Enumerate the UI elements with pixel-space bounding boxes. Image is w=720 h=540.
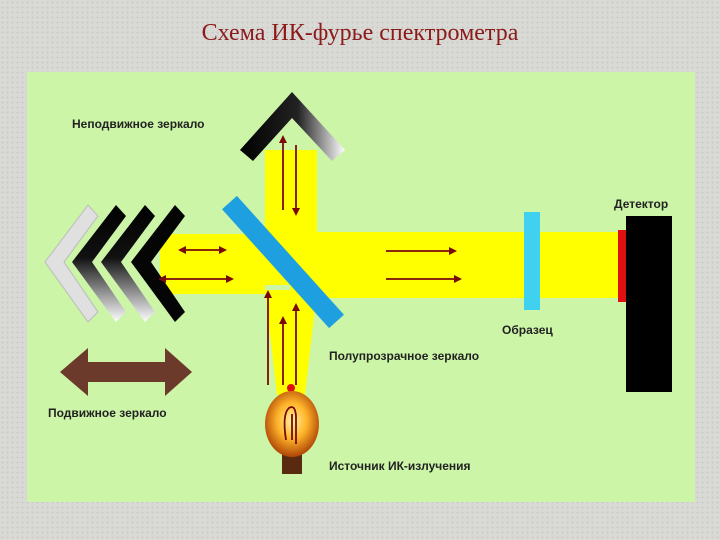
detector: [618, 216, 672, 392]
fixed-mirror: [240, 92, 345, 161]
beam-splitter: [222, 195, 344, 329]
ir-source-lamp: [265, 384, 319, 474]
label-sample: Образец: [502, 323, 553, 337]
ray-arrows: [158, 135, 462, 385]
beam-source: [265, 290, 317, 395]
label-ir-source: Источник ИК-излучения: [329, 459, 471, 473]
label-moving-mirror: Подвижное зеркало: [48, 406, 167, 420]
sample: [524, 212, 540, 310]
light-beams: [160, 150, 623, 395]
label-fixed-mirror: Неподвижное зеркало: [72, 117, 205, 131]
beam-horizontal-left: [160, 234, 265, 294]
label-detector: Детектор: [614, 197, 669, 211]
beam-horizontal-right: [290, 232, 623, 298]
page-title: Схема ИК-фурье спектрометра: [201, 20, 519, 46]
label-beam-splitter: Полупрозрачное зеркало: [329, 349, 480, 363]
moving-mirror: [44, 204, 185, 323]
moving-direction-arrow: [60, 348, 192, 396]
